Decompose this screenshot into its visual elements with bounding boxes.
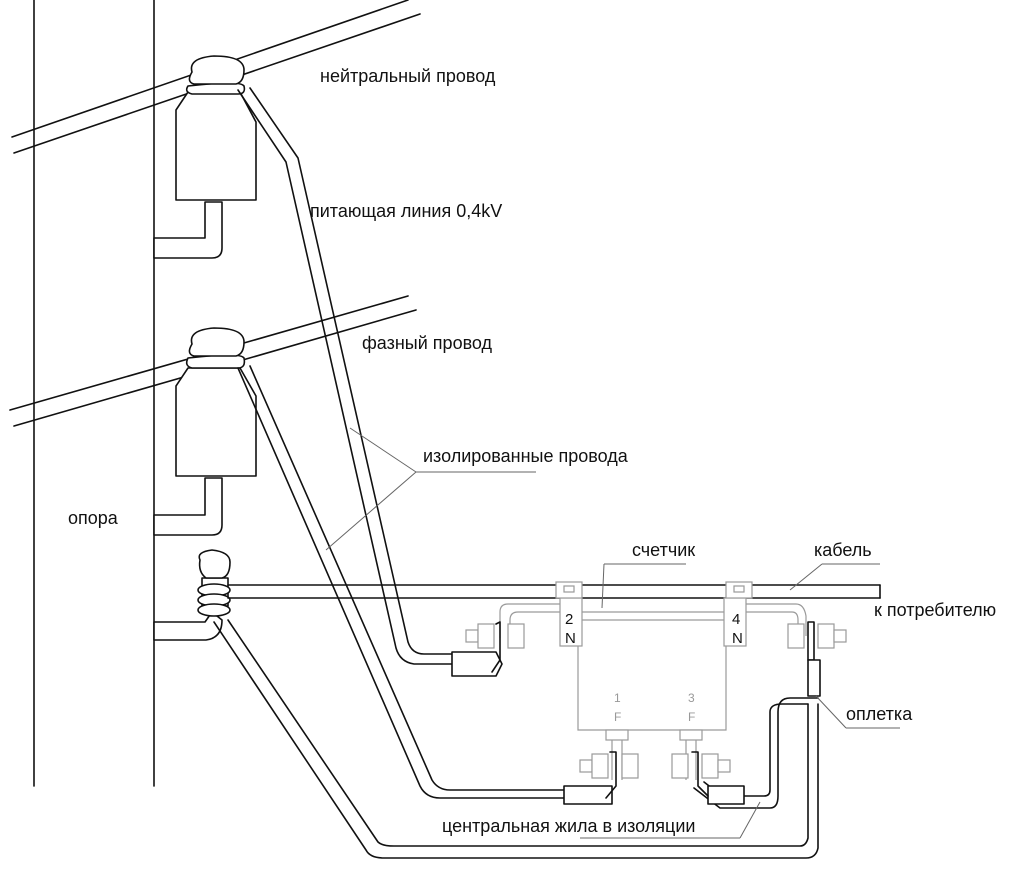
meter-terminal-3: 3 (688, 691, 695, 705)
meter-terminal-3-f: F (688, 710, 695, 724)
meter-terminal-1: 1 (614, 691, 621, 705)
insulator-bottom (153, 549, 231, 641)
leader-meter (601, 563, 686, 609)
leader-braid (815, 695, 900, 729)
supply-line-wire-phase (237, 365, 613, 805)
meter-terminal-4-n: N (732, 630, 743, 647)
label-pole: опора (68, 508, 119, 528)
label-supply-line: питающая линия 0,4kV (310, 201, 502, 221)
label-center-core: центральная жила в изоляции (442, 816, 695, 836)
supply-line-wire-neutral (237, 87, 503, 677)
bolt-left-f (579, 751, 639, 799)
pole (33, 0, 155, 787)
meter-terminal-2-n: N (565, 630, 576, 647)
bolt-left-n (465, 621, 525, 673)
meter-terminal-1-f: F (614, 710, 621, 724)
label-phase-wire: фазный провод (362, 333, 493, 353)
label-neutral-wire: нейтральный провод (320, 66, 496, 86)
bolt-right-f (671, 751, 731, 797)
cable-to-consumer (227, 584, 881, 599)
center-core-wire (693, 697, 819, 809)
label-braid: оплетка (846, 704, 913, 724)
label-insulated-wires: изолированные провода (423, 446, 629, 466)
leader-insulated-wires (325, 427, 536, 551)
return-cable-loop (213, 619, 819, 859)
leader-center-core (580, 801, 761, 839)
bolt-right-n (787, 621, 847, 697)
label-cable: кабель (814, 540, 872, 560)
insulator-middle (153, 327, 257, 536)
label-meter: счетчик (632, 540, 695, 560)
meter-terminal-4: 4 (732, 611, 740, 628)
label-to-consumer: к потребителю (874, 600, 996, 620)
meter-terminal-2: 2 (565, 611, 573, 628)
insulator-top (153, 55, 257, 259)
leader-cable (789, 563, 880, 591)
meter: 2 N 4 N 1 F 3 F (499, 581, 807, 780)
